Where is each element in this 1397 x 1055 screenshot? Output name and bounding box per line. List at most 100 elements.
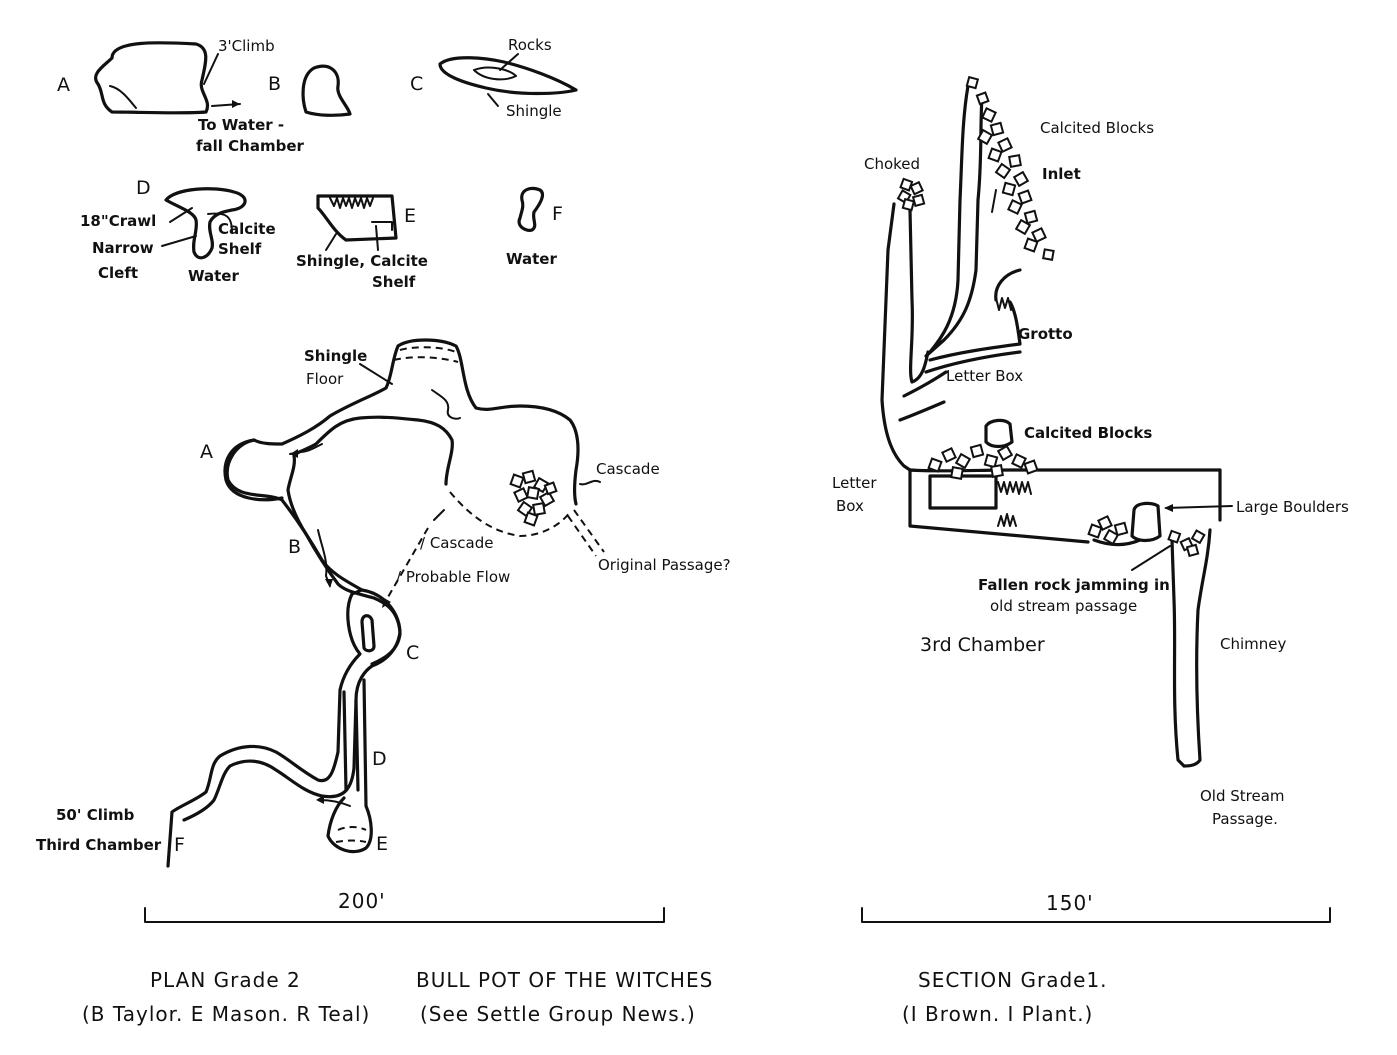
section-chimney-label: Chimney (1220, 635, 1286, 653)
section-third-chamber (908, 468, 1222, 547)
xs-d-crawl-pointer (169, 207, 193, 223)
xs-f-outline (517, 186, 545, 232)
section-calcited-blocks-top (965, 75, 1055, 261)
plan-caption: PLAN Grade 2 (150, 968, 301, 992)
xs-d-narrow: Narrow (92, 239, 154, 257)
xs-e-shelf-line (371, 221, 393, 231)
plan-cascade-right: Cascade (596, 460, 660, 478)
xs-a-climb-pointer (203, 53, 219, 85)
section-authors: (I Brown. I Plant.) (902, 1002, 1093, 1026)
xs-e-shelf: Shelf (372, 273, 416, 291)
plan-shingle-pointer (359, 363, 393, 385)
survey-source-note: (See Settle Group News.) (420, 1002, 696, 1026)
plan-flow-top (431, 389, 461, 420)
xs-f-water: Water (506, 250, 557, 268)
plan-station-b: B (288, 536, 301, 558)
plan-pillar-c (360, 614, 376, 653)
plan-cascade-squiggle (579, 479, 601, 486)
plan-inner-wall (182, 415, 454, 822)
survey-title: BULL POT OF THE WITCHES (416, 968, 713, 992)
plan-station-a-bulge (223, 438, 284, 502)
xs-c-rocks-pointer (499, 53, 519, 71)
section-large-boulder (1130, 501, 1162, 543)
plan-scale-bar (144, 907, 665, 923)
xs-d-calcite: Calcite (218, 220, 276, 238)
section-grotto-stals (995, 297, 1012, 311)
plan-station-c: C (406, 642, 419, 664)
plan-flow-d (319, 799, 351, 807)
section-stalagmites (997, 513, 1017, 527)
section-grotto-label: Grotto (1018, 325, 1073, 343)
section-calcited-blocks-mid (927, 443, 1039, 480)
xs-c-rocks-outline (473, 66, 517, 81)
plan-shingle-floor (393, 346, 459, 363)
xs-c-outline (438, 56, 578, 96)
section-old-stream-2: Passage. (1212, 810, 1278, 828)
section-fallen-rock-1: Fallen rock jamming in (978, 576, 1170, 594)
xs-c-rocks: Rocks (508, 36, 552, 54)
captions: PLAN Grade 2 (B Taylor. E Mason. R Teal)… (82, 968, 1108, 1026)
section-fallen-rock-blocks (1087, 515, 1206, 558)
section-old-stream-1: Old Stream (1200, 787, 1285, 805)
plan-climb-50: 50' Climb (56, 806, 135, 824)
xs-d-shelf (207, 212, 233, 233)
xs-b-outline (301, 64, 352, 117)
plan-original-passage-label: Original Passage? (598, 556, 731, 574)
section-survey: Calcited Blocks Inlet Choked Grotto Lett… (832, 75, 1349, 923)
section-inlet-label: Inlet (1042, 165, 1081, 183)
section-stalactites (997, 481, 1032, 495)
xs-a-fall-chamber: fall Chamber (196, 137, 305, 155)
cross-sections: A 3'Climb To Water - fall Chamber B C Ro… (57, 36, 578, 291)
plan-scale-label: 200' (338, 889, 386, 913)
section-letter-box-link (898, 370, 948, 422)
section-fallen-pointer (1131, 545, 1171, 571)
section-choked-label: Choked (864, 155, 920, 173)
xs-d-shelf-label: Shelf (218, 240, 262, 258)
section-calcited-blocks-top-label: Calcited Blocks (1040, 119, 1154, 137)
xs-e-shingle: Shingle, Calcite (296, 252, 428, 270)
xs-e-shingle-pointer (325, 233, 337, 251)
plan-survey: A B C D E F Shingle Floor Cascade / Casc… (36, 338, 731, 923)
section-left-passage (880, 202, 930, 472)
xs-d-outline (164, 187, 247, 260)
xs-d-narrow-pointer (161, 235, 197, 247)
section-large-boulders-label: Large Boulders (1236, 498, 1349, 516)
plan-cascade-mid: / Cascade (420, 534, 494, 552)
plan-station-d: D (372, 748, 387, 770)
xs-a-arrowhead (232, 100, 240, 108)
section-caption: SECTION Grade1. (918, 968, 1108, 992)
xs-d-water: Water (188, 267, 239, 285)
section-choked-blocks (896, 177, 926, 212)
plan-boulder-cluster (509, 469, 558, 527)
section-lower-box (928, 474, 998, 510)
xs-d-label: D (136, 177, 151, 199)
xs-d-cleft: Cleft (98, 264, 138, 282)
plan-station-f: F (174, 834, 185, 856)
section-letter-box-l1: Letter (832, 474, 877, 492)
xs-c-label: C (410, 73, 423, 95)
xs-c-shingle-pointer (487, 93, 499, 107)
section-letter-box-l2: Box (836, 497, 864, 515)
plan-d-narrow (326, 678, 373, 854)
section-letter-box-upper-label: Letter Box (946, 367, 1023, 385)
plan-flow-a-head (290, 449, 298, 458)
section-calcited-blocks-mid-label: Calcited Blocks (1024, 424, 1152, 442)
section-chamber-label: 3rd Chamber (920, 634, 1045, 656)
xs-a-ledge (109, 85, 137, 109)
xs-e-stalactites (329, 197, 374, 209)
plan-outer-wall (166, 338, 580, 868)
plan-probable-flow (383, 527, 429, 605)
plan-station-a: A (200, 441, 213, 463)
xs-a-outline (94, 41, 209, 115)
section-boulder-pointer (1165, 505, 1233, 509)
section-inlet-arrow (991, 189, 997, 213)
section-scale-bar (861, 907, 1331, 923)
xs-f-label: F (552, 203, 563, 225)
section-scale-label: 150' (1046, 891, 1094, 915)
section-boulder-pointer-head (1164, 504, 1173, 512)
section-top-block (984, 418, 1014, 449)
plan-flow-b-head (325, 579, 333, 588)
xs-a-to-water: To Water - (198, 116, 284, 134)
xs-d-crawl: 18"Crawl (80, 212, 156, 230)
